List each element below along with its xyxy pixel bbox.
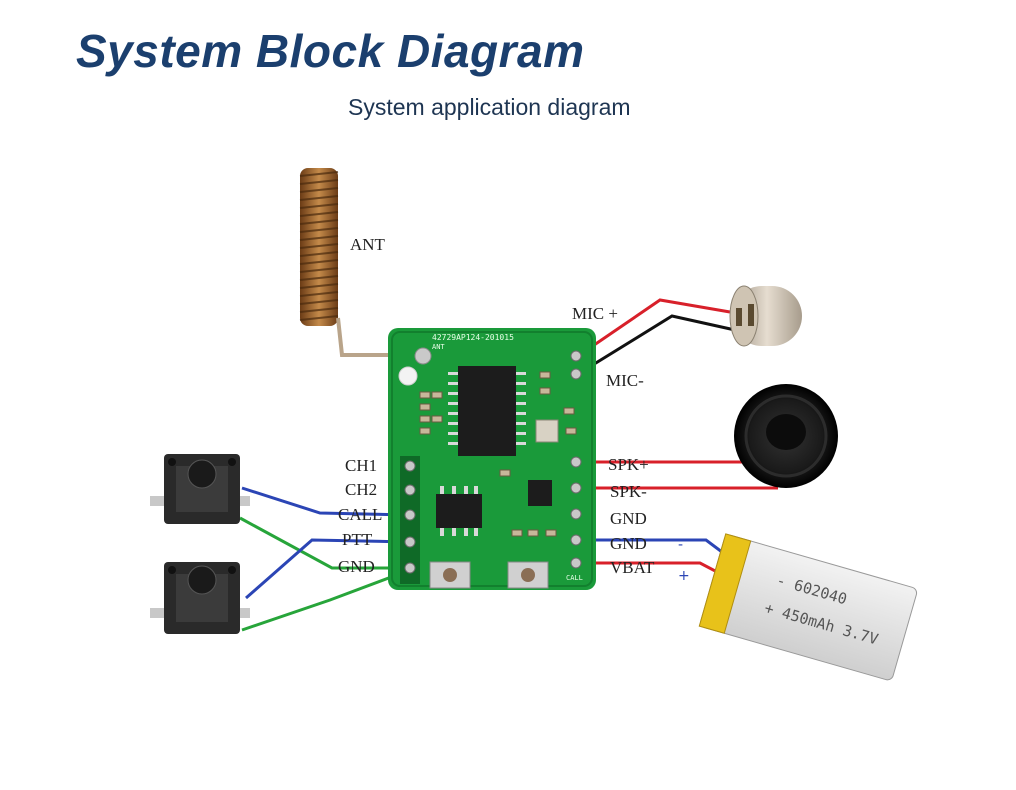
call-label: CALL xyxy=(338,505,382,524)
ptt-label: PTT xyxy=(342,530,373,549)
gnd-right-2-label: GND xyxy=(610,534,647,553)
speaker xyxy=(734,384,838,488)
ch1-label: CH1 xyxy=(345,456,377,475)
call-push-button xyxy=(150,454,250,524)
mic-plus-label: MIC + xyxy=(572,304,618,323)
speaker-wires xyxy=(578,460,778,490)
spk-minus-label: SPK- xyxy=(610,482,647,501)
ptt-push-button xyxy=(150,562,250,634)
antenna xyxy=(299,168,392,357)
pcb-ant-mark: ANT xyxy=(432,343,445,351)
battery-plus-sign: + xyxy=(678,568,690,584)
microphone-wires xyxy=(577,298,736,376)
button-wires xyxy=(239,486,411,632)
diagram-title: System Block Diagram xyxy=(76,25,585,77)
diagram-subtitle: System application diagram xyxy=(348,94,631,120)
microphone xyxy=(729,285,802,347)
gnd-right-1-label: GND xyxy=(610,509,647,528)
pcb-call-mark: CALL xyxy=(566,574,583,582)
mic-minus-label: MIC- xyxy=(606,371,644,390)
spk-plus-label: SPK+ xyxy=(608,455,649,474)
ch2-label: CH2 xyxy=(345,480,377,499)
lipo-battery: - 602040 + 450mAh 3.7V xyxy=(698,533,918,681)
pcb-silkscreen-id: 42729AP124-201015 xyxy=(432,333,514,342)
pcb-board: 42729AP124-201015 ANT xyxy=(388,328,596,590)
vbat-label: VBAT xyxy=(610,558,655,577)
battery-minus-sign: - xyxy=(678,537,683,553)
gnd-left-label: GND xyxy=(338,557,375,576)
ant-label: ANT xyxy=(350,235,386,254)
